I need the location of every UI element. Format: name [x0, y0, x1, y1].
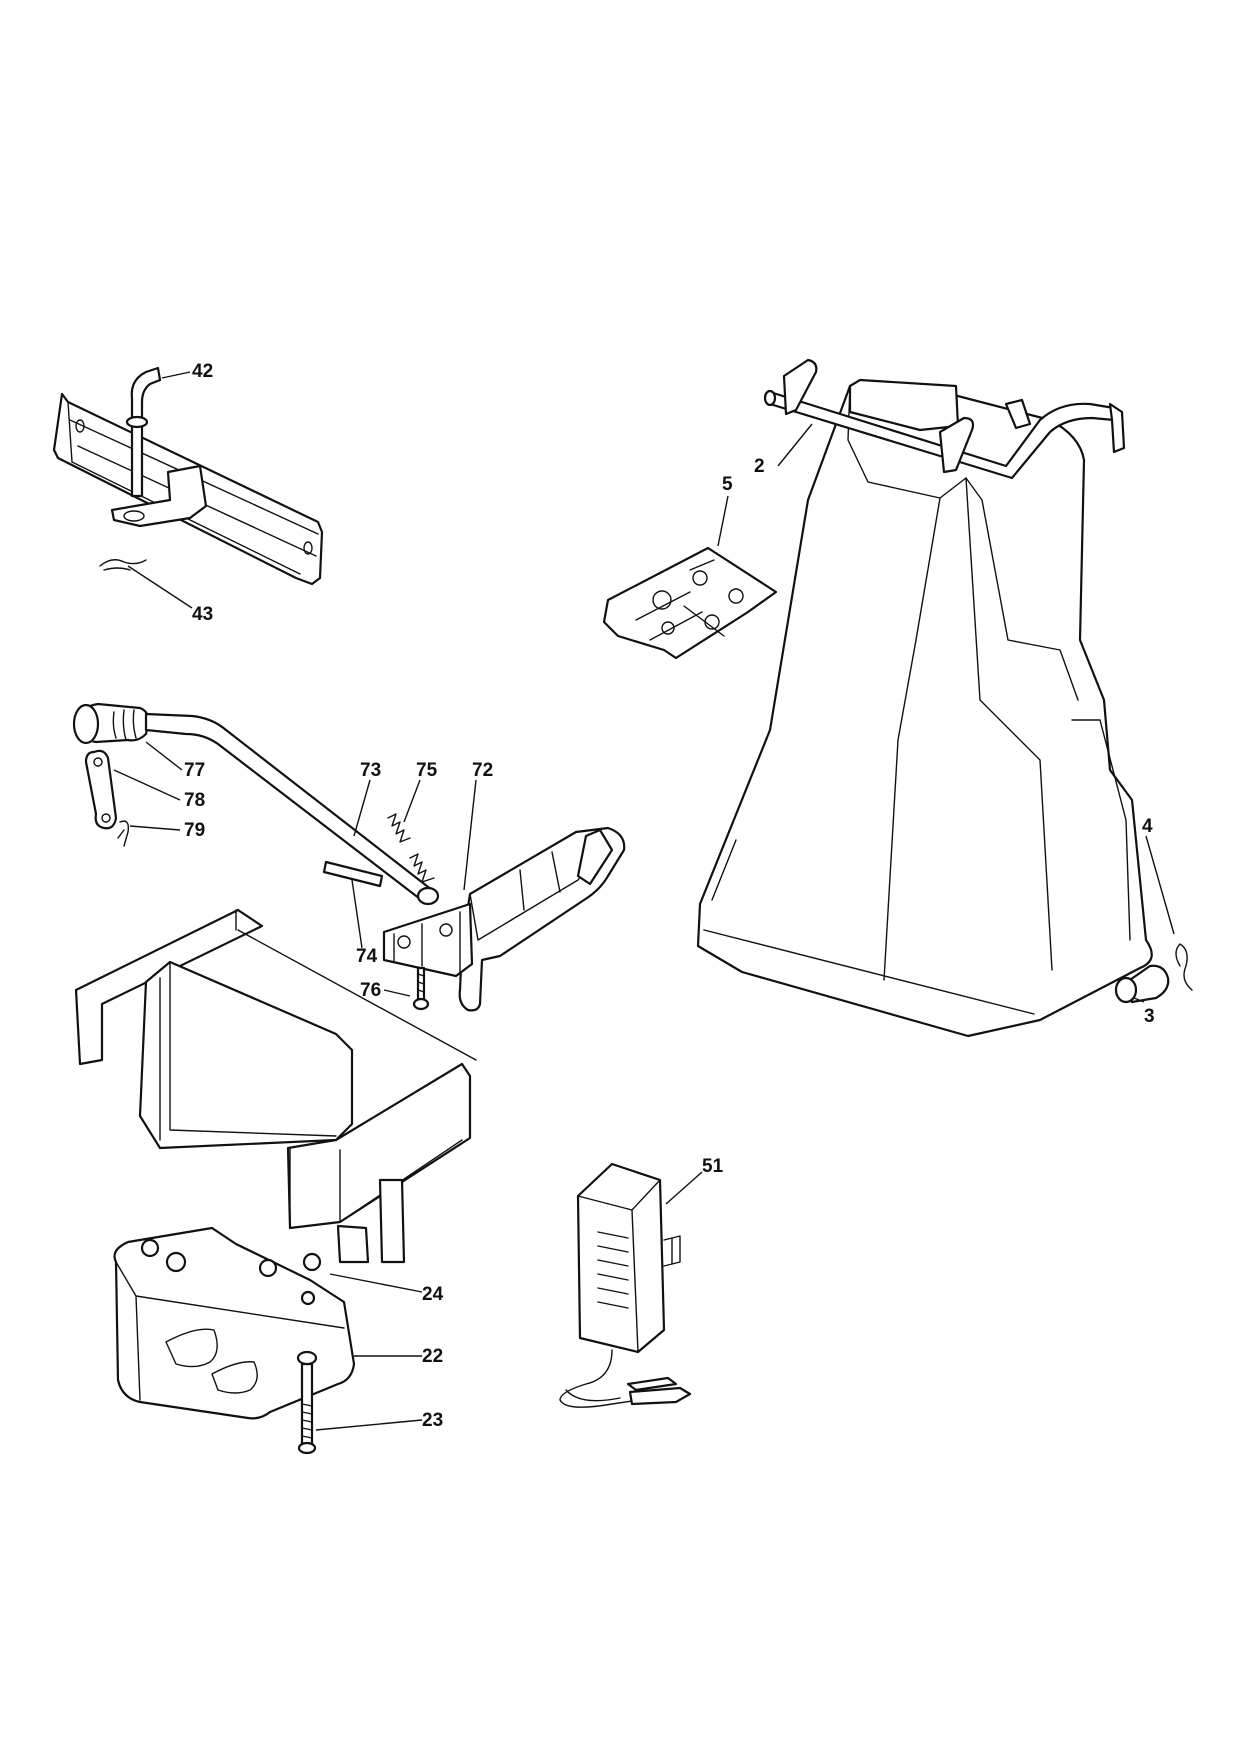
hinge-bracket [382, 902, 474, 978]
cross-beam [286, 1062, 472, 1230]
spring-clip [1175, 943, 1193, 991]
grass-catcher [696, 358, 1193, 1038]
shaft-pin [322, 860, 384, 888]
callout-22: 22 [422, 1346, 443, 1367]
callout-5: 5 [722, 474, 733, 495]
charger-plug [663, 1235, 681, 1267]
lift-lever-assembly [72, 702, 626, 1012]
callout-4: 4 [1142, 816, 1153, 837]
tow-pin [130, 366, 162, 498]
battery-charger [559, 1162, 692, 1408]
battery-mount-assembly [74, 908, 477, 1455]
callout-23: 23 [422, 1410, 443, 1431]
battery-box [113, 1226, 356, 1420]
callout-51: 51 [702, 1156, 724, 1177]
callout-72: 72 [472, 760, 493, 781]
tow-rail-assembly [52, 366, 324, 586]
hair-pin-clip [99, 559, 147, 571]
callout-3: 3 [1144, 1006, 1155, 1027]
catcher-bag [696, 384, 1153, 1038]
callout-24: 24 [422, 1284, 444, 1305]
charger-body [576, 1162, 666, 1354]
callout-2: 2 [754, 456, 765, 477]
frame-beam [74, 908, 264, 1066]
callout-74: 74 [356, 946, 378, 967]
link-plate [84, 749, 118, 830]
leader-lines [113, 371, 1175, 1431]
callout-42: 42 [192, 361, 213, 382]
callout-73: 73 [360, 760, 381, 781]
callout-77: 77 [184, 760, 205, 781]
charger-cable [559, 1349, 681, 1408]
callout-78: 78 [184, 790, 205, 811]
springs [387, 813, 435, 883]
callout-75: 75 [416, 760, 438, 781]
callout-labels: 42 43 5 2 77 78 79 73 75 72 74 76 4 3 51… [184, 361, 1155, 1431]
crocodile-clip [628, 1386, 692, 1406]
hardware-bag [602, 546, 778, 660]
callout-76: 76 [360, 980, 381, 1001]
r-clip [117, 820, 130, 847]
callout-79: 79 [184, 820, 205, 841]
callout-43: 43 [192, 604, 213, 625]
